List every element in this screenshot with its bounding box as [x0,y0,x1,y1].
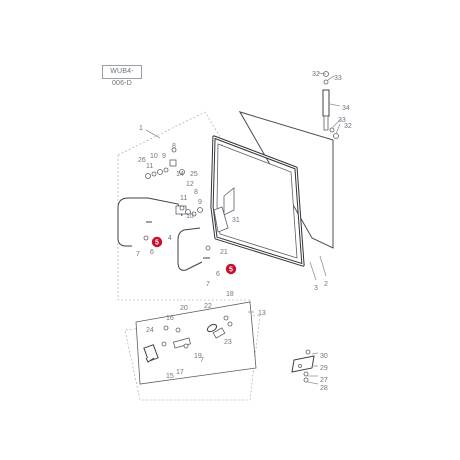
callout-17: 17 [176,369,184,376]
callout-9a: 9 [162,153,166,160]
grab-handle-upper [117,197,148,247]
hinge-bracket-left [223,187,235,216]
svg-text:5: 5 [155,240,159,247]
latch-assembly-outline [135,301,257,385]
latch-assembly-parts [143,315,233,363]
callout-16: 16 [166,315,174,322]
highlight-callout-5-upper: 5 [151,236,163,248]
callout-25: 25 [190,171,198,178]
callout-20: 20 [180,305,188,312]
callout-labels: 1 2 3 4 6 6 7 7 7 8 8 9 9 10 10 11 11 12… [136,71,352,392]
leader-1 [145,129,161,139]
callout-32a: 32 [312,71,320,78]
callout-28: 28 [320,385,328,392]
callout-14: 14 [176,171,184,178]
callout-10b: 10 [186,213,194,220]
leader-lines [248,72,341,385]
callout-1: 1 [139,125,143,132]
callout-26: 26 [138,157,146,164]
door-seal-frame-inner [211,136,304,266]
callout-6b: 6 [216,271,220,278]
callout-3: 3 [314,285,318,292]
callout-29: 29 [320,365,328,372]
callout-13: 13 [258,310,266,317]
callout-34: 34 [342,105,350,112]
svg-text:5: 5 [229,267,233,274]
hinge-bracket-lower [213,206,229,233]
callout-7c: 7 [200,357,204,364]
callout-27: 27 [320,377,328,384]
callout-9b: 9 [198,199,202,206]
hardware-stack-middle [143,205,211,251]
callout-24: 24 [146,327,154,334]
door-seal-frame-liner [216,143,298,259]
callout-7b: 7 [206,281,210,288]
callout-6a: 6 [150,249,154,256]
callout-15: 15 [166,373,174,380]
callout-2: 2 [324,281,328,288]
callout-30: 30 [320,353,328,360]
callout-33a: 33 [334,75,342,82]
callout-12: 12 [186,181,194,188]
callout-21: 21 [220,249,228,256]
callout-31: 31 [232,217,240,224]
callout-23: 23 [224,339,232,346]
callout-22: 22 [204,303,212,310]
grab-handle-lower [177,227,203,271]
callout-33b: 33 [338,117,346,124]
callout-4: 4 [168,235,172,242]
reference-code-label: WUB4-006-D [102,65,142,87]
highlight-callout-5-lower: 5 [225,263,237,275]
callout-8a: 8 [172,143,176,150]
callout-8b: 8 [194,189,198,196]
gas-strut [322,71,339,139]
striker-plate-assembly [291,349,315,383]
hardware-stack-upper [145,147,185,179]
callout-10a: 10 [150,153,158,160]
callout-11b: 11 [180,195,187,202]
callout-11a: 11 [146,163,153,170]
callout-32b: 32 [344,123,352,130]
callout-18: 18 [226,291,234,298]
callout-19: 19 [194,353,202,360]
callout-7a: 7 [136,251,140,258]
